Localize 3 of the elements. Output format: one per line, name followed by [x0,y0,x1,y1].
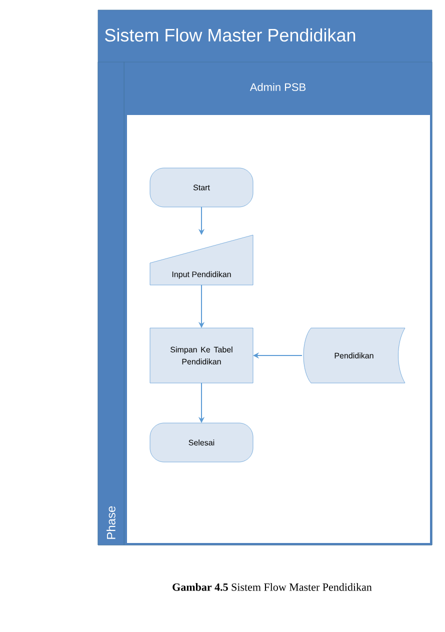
caption: Gambar 4.5 Sistem Flow Master Pendidikan [172,583,372,591]
process-box: Simpan Ke Tabel Pendidikan [150,328,254,384]
phase-strip: Phase [98,62,124,546]
